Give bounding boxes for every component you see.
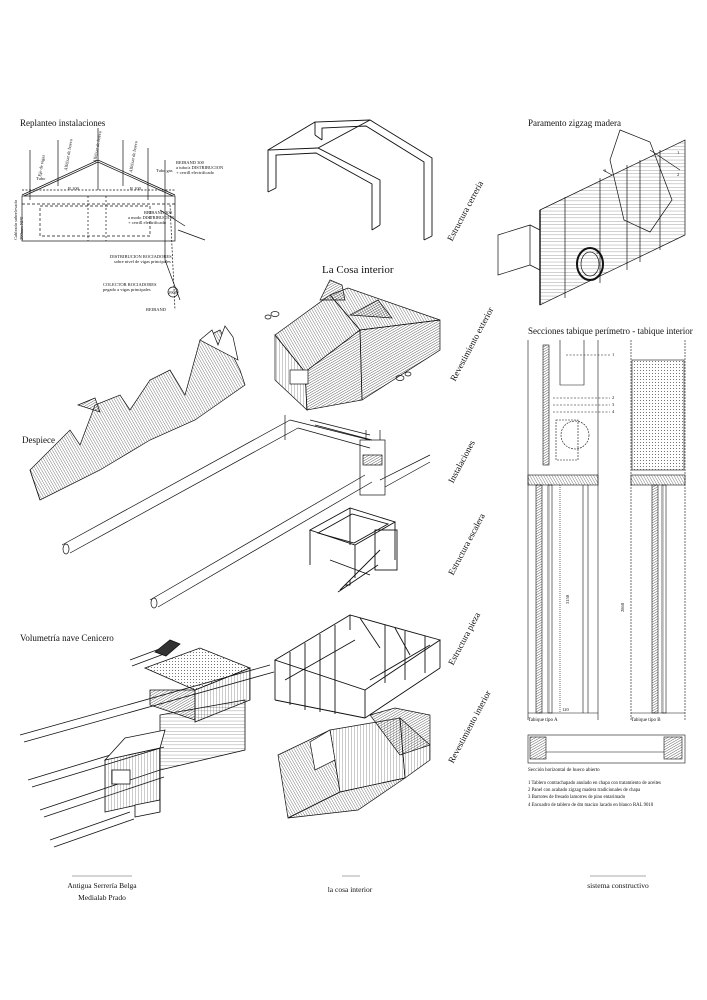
legend-item: 4 Encuadro de tablero de dm macizo lacad…	[528, 802, 654, 808]
paramento-marker-4: 4	[596, 250, 599, 255]
volumetria-title: Volumetría nave Cenicero	[20, 633, 114, 643]
ann-colector-b: pegado a vigas principales	[103, 287, 151, 292]
paramento-zigzag-drawing	[497, 129, 686, 306]
ann-left-vert-1: Cableado sobrelevado	[13, 200, 18, 240]
label-seccion-horizontal: Sección horizontal de hueco abierto	[528, 768, 600, 773]
legend-item: 1 Tablero contrachapado anulado en chapa…	[528, 781, 661, 786]
despiece-title: Despiece	[22, 435, 55, 445]
section-marker-3: 3	[612, 402, 615, 407]
volumetria-drawing	[19, 639, 275, 848]
secciones-drawing	[527, 340, 686, 764]
center-title: La Cosa interior	[322, 264, 394, 276]
footer-center: la cosa interior	[327, 885, 373, 894]
secciones-title: Secciones tabique perímetro - tabique in…	[528, 326, 693, 336]
legend-item: 3 Barrotes de fresado lamorres de pino e…	[528, 795, 626, 801]
ann-reiband-1b: a tubo/a DISTRIBUCION	[176, 165, 224, 170]
ann-reiband-1: REIBAND 300	[176, 160, 204, 165]
estructura-escalera-drawing	[308, 507, 398, 593]
ann-tubo-gas: Tubo gas	[156, 168, 173, 173]
label-tabique-b: Tabique tipo B	[631, 718, 661, 723]
replanteo-drawing	[21, 128, 206, 311]
section-marker-1: 1	[612, 352, 615, 357]
ann-tubo: Tubo	[36, 176, 46, 181]
ann-reiband-3: REIBAND	[146, 307, 166, 312]
despiece-drawing	[29, 325, 246, 501]
materials-legend: 1 Tablero contrachapado anulado en chapa…	[528, 780, 661, 809]
footer-right: sistema constructivo	[587, 881, 649, 890]
section-marker-4: 4	[612, 409, 615, 414]
section-dim-a: 3150	[565, 595, 570, 604]
revestimiento-exterior-drawing	[264, 279, 441, 411]
paramento-marker-2: 2	[677, 172, 680, 177]
ann-cota-2900: 2900	[168, 290, 177, 295]
ann-distribucion-b: sobre nivel de vigas principales	[114, 259, 171, 264]
ann-distribucion: DISTRIBUCION ROCIADORES	[110, 254, 172, 259]
footer-left-2: Medialab Prado	[78, 893, 126, 902]
ann-reiband-2: REIBAND 300	[144, 210, 172, 215]
ann-reiband-2c: + cerrill electrificado	[128, 220, 167, 225]
estructura-cerreria-drawing	[267, 119, 433, 241]
instalaciones-drawing	[61, 415, 431, 609]
label-tabique-a: Tabique tipo A	[528, 718, 558, 723]
ann-r100-a: R 100	[68, 186, 79, 191]
section-dim-c: 120	[562, 707, 569, 712]
ann-reiband-1c: + cerrill electrificado	[176, 170, 215, 175]
legend-item: 2 Panel con acabado zigzag madera tradic…	[528, 788, 641, 794]
estructura-pieza-drawing	[273, 614, 442, 719]
paramento-marker-1: 1	[677, 150, 680, 155]
ann-r100-b: R 100	[130, 186, 141, 191]
replanteo-title: Replanteo instalaciones	[20, 118, 106, 128]
revestimiento-interior-drawing	[277, 707, 431, 819]
paramento-marker-3: 3	[604, 168, 607, 173]
ann-reiband-2b: a modo DISTRIBUCION	[128, 215, 175, 220]
section-dim-b: 2860	[620, 603, 625, 612]
paramento-title: Paramento zigzag madera	[528, 118, 621, 128]
footer-left-1: Antigua Serrería Belga	[67, 881, 137, 890]
section-marker-2: 2	[612, 395, 615, 400]
ann-colector: COLECTOR ROCIADORES	[103, 282, 157, 287]
ann-left-vert-2: 200mm NPT	[19, 216, 24, 240]
